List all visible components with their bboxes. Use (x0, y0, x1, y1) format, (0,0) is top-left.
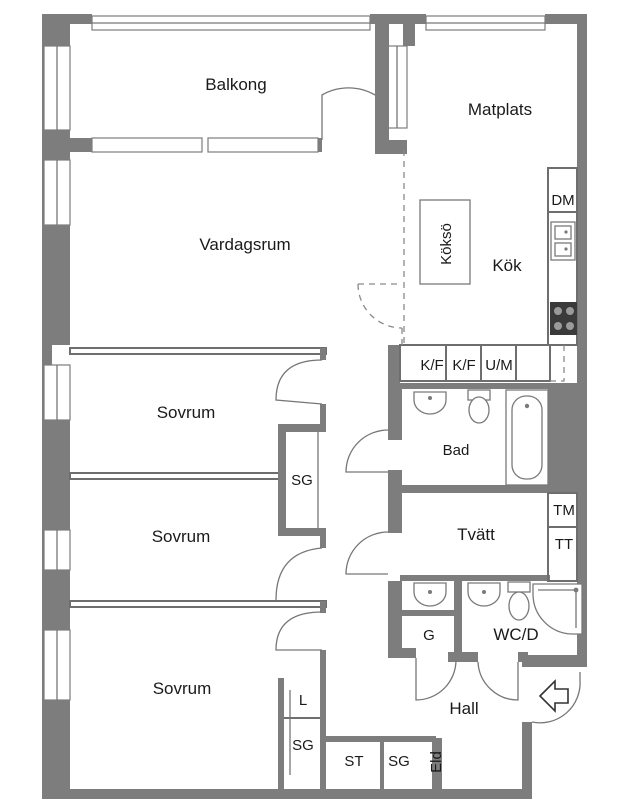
label-l: L (299, 692, 307, 709)
label-eld: Eld (428, 751, 445, 773)
label-tt: TT (555, 536, 573, 553)
windows (43, 15, 546, 701)
interior-walls (69, 167, 578, 789)
label-sovrum-3: Sovrum (153, 679, 212, 698)
label-st: ST (344, 753, 363, 770)
kitchen-island (419, 199, 471, 285)
label-sg-3: SG (388, 753, 410, 770)
label-vardagsrum: Vardagsrum (199, 235, 290, 254)
label-sg-2: SG (292, 737, 314, 754)
label-kok: Kök (492, 256, 522, 275)
label-koksö: Köksö (438, 223, 455, 265)
label-kf-2: K/F (452, 357, 475, 374)
toilet-icon (507, 581, 531, 621)
doors (275, 150, 581, 724)
label-sg-1: SG (291, 472, 313, 489)
label-kf-1: K/F (420, 357, 443, 374)
stove-icon (550, 302, 577, 335)
sink-icon (413, 582, 447, 607)
bathtub-icon (505, 389, 549, 486)
label-sovrum-2: Sovrum (152, 527, 211, 546)
label-tm: TM (553, 502, 575, 519)
room-labels: Balkong Matplats Vardagsrum Köksö Kök DM… (152, 75, 575, 773)
label-balkong: Balkong (205, 75, 266, 94)
label-sovrum-1: Sovrum (157, 403, 216, 422)
label-um: U/M (485, 357, 513, 374)
entrance-arrow-icon (538, 679, 569, 713)
sink-icon (413, 391, 447, 415)
label-dm: DM (551, 192, 574, 209)
label-wcd: WC/D (493, 625, 538, 644)
label-matplats: Matplats (468, 100, 532, 119)
balcony-walls (70, 24, 415, 154)
outer-walls (42, 14, 587, 799)
label-tvatt: Tvätt (457, 525, 495, 544)
sink-icon (467, 582, 501, 607)
toilet-icon (467, 389, 491, 424)
label-g: G (423, 627, 435, 644)
sink-icon (550, 221, 576, 261)
label-bad: Bad (443, 442, 470, 459)
label-hall: Hall (449, 699, 478, 718)
fixtures (413, 199, 583, 713)
shower-icon (532, 583, 583, 635)
